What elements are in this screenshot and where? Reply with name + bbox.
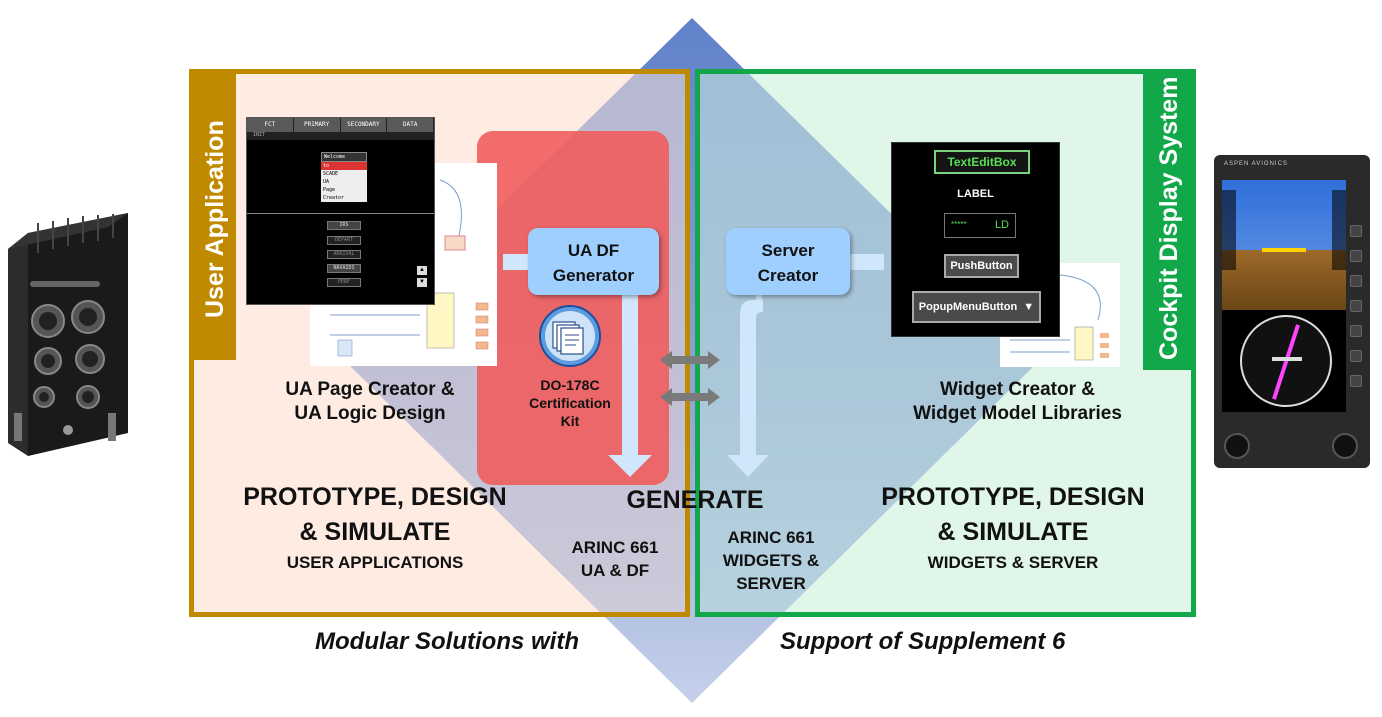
ua-tab-fct[interactable]: FCT <box>247 118 294 132</box>
widget-label: LABEL <box>957 188 994 200</box>
ua-df-generator-line2: Generator <box>552 266 635 285</box>
widget-popup-label: PopupMenuButton <box>918 301 1018 313</box>
widget-caption-line1: Widget Creator & <box>939 379 1095 400</box>
cert-kit-line1: DO-178C <box>540 377 600 393</box>
ua-button-irs[interactable]: IRS <box>327 221 361 230</box>
arinc-ua-df: ARINC 661 UA & DF <box>555 536 675 582</box>
connector-right <box>846 254 884 270</box>
ua-scroll-down-icon[interactable]: ▼ <box>417 278 427 287</box>
ua-df-generator-box: UA DF Generator <box>528 228 659 295</box>
left-subheading: USER APPLICATIONS <box>286 553 464 572</box>
ua-button-perf[interactable]: PERF <box>327 278 361 287</box>
right-heading-line2: & SIMULATE <box>937 518 1089 546</box>
generate-label: GENERATE <box>626 486 764 514</box>
widget-creator-screen: TextEditBox LABEL ***** LD PushButton Po… <box>891 142 1060 337</box>
footer-left: Modular Solutions with <box>315 628 579 655</box>
arinc-ua-line2: UA & DF <box>580 561 650 580</box>
left-heading-line2: & SIMULATE <box>299 518 451 546</box>
widget-password-suffix: LD <box>994 219 1009 231</box>
arinc-widgets-server: ARINC 661 WIDGETS & SERVER <box>706 526 836 595</box>
right-vertical-title: Cockpit Display System <box>1155 76 1183 360</box>
down-arrow-ua <box>608 285 652 477</box>
cert-kit-line2: Certification <box>529 395 611 411</box>
arinc-ua-line1: ARINC 661 <box>571 538 659 557</box>
connector-left <box>503 254 533 270</box>
widget-textedit-box[interactable]: TextEditBox <box>934 150 1030 174</box>
ua-menu-item[interactable]: to <box>321 162 367 170</box>
server-creator-line1: Server <box>761 241 815 260</box>
widget-popup-menu-button[interactable]: PopupMenuButton ▼ <box>912 291 1041 323</box>
cockpit-display-device-image: ASPEN AVIONICS <box>1214 155 1370 468</box>
cockpit-brand: ASPEN AVIONICS <box>1224 161 1288 167</box>
right-heading: PROTOTYPE, DESIGN & SIMULATE <box>868 480 1158 550</box>
arinc-widgets-line2: WIDGETS & <box>722 551 820 570</box>
left-heading-line1: PROTOTYPE, DESIGN <box>243 483 507 511</box>
ua-button-arrival[interactable]: ARRIVAL <box>327 250 361 259</box>
ua-button-navaids[interactable]: NAVAIDS <box>327 264 361 273</box>
widget-caption: Widget Creator & Widget Model Libraries <box>880 378 1155 426</box>
ua-menu-item[interactable]: UA <box>321 178 367 186</box>
right-heading-line1: PROTOTYPE, DESIGN <box>881 483 1145 511</box>
widget-caption-line2: Widget Model Libraries <box>913 403 1122 424</box>
footer-right: Support of Supplement 6 <box>780 628 1066 655</box>
ua-init-label: INIT <box>247 132 434 140</box>
ua-welcome-menu[interactable]: Welcome to SCADE UA Page Creator <box>321 152 367 202</box>
right-subheading: WIDGETS & SERVER <box>927 553 1099 572</box>
widget-pushbutton[interactable]: PushButton <box>944 254 1019 278</box>
ua-button-depart[interactable]: DEPART <box>327 236 361 245</box>
server-creator-box: Server Creator <box>726 228 850 295</box>
ua-menu-head[interactable]: Welcome <box>321 152 367 162</box>
left-heading: PROTOTYPE, DESIGN & SIMULATE <box>230 480 520 550</box>
left-panel-border <box>189 69 690 617</box>
knob-left-icon <box>1224 433 1250 459</box>
ua-caption: UA Page Creator & UA Logic Design <box>250 378 490 426</box>
knob-right-icon <box>1332 433 1358 459</box>
hsi-compass-icon <box>1240 315 1332 407</box>
ua-page-creator-screen: FCT PRIMARY SECONDARY DATA INIT Welcome … <box>246 117 435 305</box>
ua-tab-primary[interactable]: PRIMARY <box>294 118 341 132</box>
ua-caption-line1: UA Page Creator & <box>285 379 455 400</box>
arinc-widgets-line1: ARINC 661 <box>727 528 815 547</box>
ua-scroll-up-icon[interactable]: ▲ <box>417 266 427 275</box>
down-arrow-server <box>727 290 769 477</box>
cert-kit-line3: Kit <box>560 413 580 429</box>
right-title-tab <box>1143 70 1195 370</box>
ua-menu-item[interactable]: SCADE <box>321 170 367 178</box>
server-creator-line2: Creator <box>757 266 819 285</box>
cert-kit-caption: DO-178C Certification Kit <box>510 376 630 430</box>
widget-password-field[interactable]: ***** LD <box>944 213 1016 238</box>
chevron-down-icon: ▼ <box>1020 301 1035 313</box>
ua-divider <box>247 213 434 214</box>
ua-df-generator-line1: UA DF <box>567 241 620 260</box>
bidirectional-arrows <box>660 351 720 406</box>
right-panel-border <box>695 69 1196 617</box>
lru-hardware-image <box>8 213 130 456</box>
left-title-tab <box>190 70 236 360</box>
arinc-widgets-line3: SERVER <box>736 574 806 593</box>
ua-tab-secondary[interactable]: SECONDARY <box>341 118 388 132</box>
ua-tab-data[interactable]: DATA <box>387 118 434 132</box>
widget-password-mask: ***** <box>951 220 967 229</box>
ua-caption-line2: UA Logic Design <box>294 403 446 424</box>
left-vertical-title: User Application <box>201 120 229 318</box>
ua-menu-item[interactable]: Creator <box>321 194 367 202</box>
cockpit-screen <box>1222 180 1346 412</box>
ua-menu-item[interactable]: Page <box>321 186 367 194</box>
